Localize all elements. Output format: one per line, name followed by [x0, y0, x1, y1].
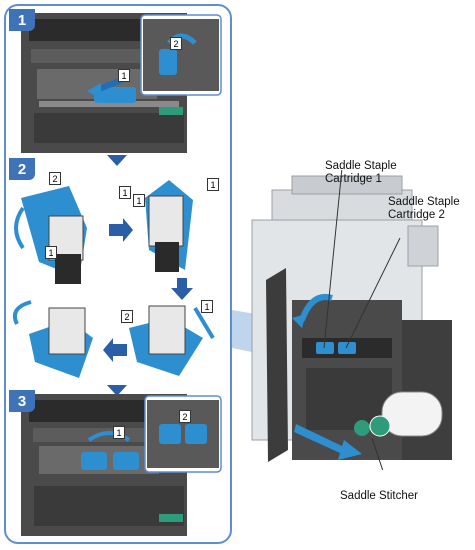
label-cartridge1-line2: Cartridge 1	[325, 173, 382, 185]
step-3-callout-2: 2	[179, 410, 191, 423]
step-1-illustration	[21, 13, 222, 153]
step-arrow-down	[107, 155, 127, 166]
step-2-callout-c: 1	[45, 246, 57, 259]
label-cartridge2-line1: Saddle Staple	[388, 196, 460, 208]
label-cartridge1-line1: Saddle Staple	[325, 160, 397, 172]
step-3-illustration	[21, 394, 222, 536]
step-1-panel: 1 1 2	[9, 9, 227, 157]
label-cartridge2-line2: Cartridge 2	[388, 209, 445, 221]
step-2-illustration	[12, 180, 215, 378]
step-2-panel: 2 2 1 1 1 1 1 2	[9, 158, 227, 380]
step-3-badge: 3	[9, 390, 35, 412]
step-2-callout-e: 1	[133, 194, 145, 207]
step-1-badge: 1	[9, 9, 35, 31]
steps-frame	[4, 4, 232, 544]
step-3-panel: 3 1 2	[9, 390, 227, 540]
step-2-badge: 2	[9, 158, 35, 180]
step-1-callout-1: 1	[118, 69, 130, 82]
label-saddle-staple-cartridge-1: Saddle Staple Cartridge 1	[325, 160, 397, 186]
step-2-callout-d: 1	[207, 178, 219, 191]
step-2-callout-f: 1	[201, 300, 213, 313]
step-2-callout-b: 1	[119, 186, 131, 199]
step-2-callout-a: 2	[49, 172, 61, 185]
machine-illustration	[232, 170, 452, 470]
step-1-callout-2: 2	[170, 37, 182, 50]
step-3-callout-1: 1	[113, 426, 125, 439]
step-arrow-down-2	[107, 385, 127, 396]
label-saddle-stitcher: Saddle Stitcher	[340, 490, 418, 502]
label-saddle-staple-cartridge-2: Saddle Staple Cartridge 2	[388, 196, 460, 222]
step-2-callout-g: 2	[121, 310, 133, 323]
